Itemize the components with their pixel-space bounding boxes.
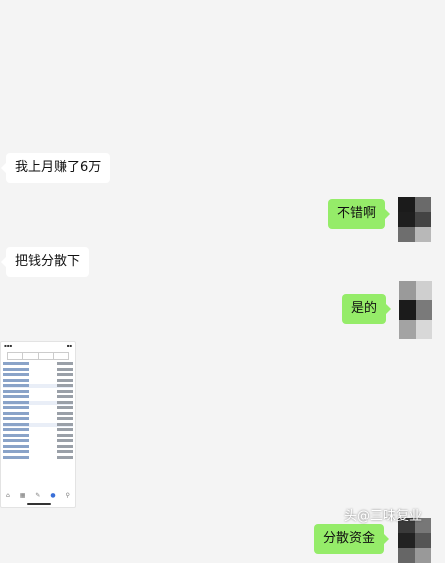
chart-icon: ▦ [19,492,26,499]
message-incoming[interactable]: 我上月赚了6万 [0,153,111,183]
message-text: 分散资金 [323,531,376,546]
avatar[interactable] [398,518,431,563]
thumbnail-status-bar: ▪▪▪▪▪ [4,343,72,348]
avatar[interactable] [399,281,432,339]
screenshot-thumbnail[interactable]: ▪▪▪▪▪ ⌂ ▦ ✎ ● ⚲ [0,341,76,508]
watermark: 头@三味复业 [344,509,423,524]
message-text: 把钱分散下 [15,254,81,269]
avatar[interactable] [398,197,431,242]
home-icon: ⌂ [5,492,10,499]
search-icon: ⚲ [65,492,70,499]
message-outgoing[interactable]: 是的 [342,294,392,324]
message-incoming[interactable]: 把钱分散下 [0,247,90,277]
message-outgoing[interactable]: 分散资金 [314,524,390,554]
thumbnail-tabs [7,352,69,360]
message-text: 不错啊 [337,206,377,221]
pen-icon: ✎ [35,492,41,499]
thumbnail-home-indicator [27,503,51,505]
account-icon: ● [50,492,56,499]
message-outgoing[interactable]: 不错啊 [328,199,391,229]
message-text: 是的 [351,301,378,316]
message-text: 我上月赚了6万 [15,160,102,175]
thumbnail-nav-bar: ⌂ ▦ ✎ ● ⚲ [1,492,75,499]
